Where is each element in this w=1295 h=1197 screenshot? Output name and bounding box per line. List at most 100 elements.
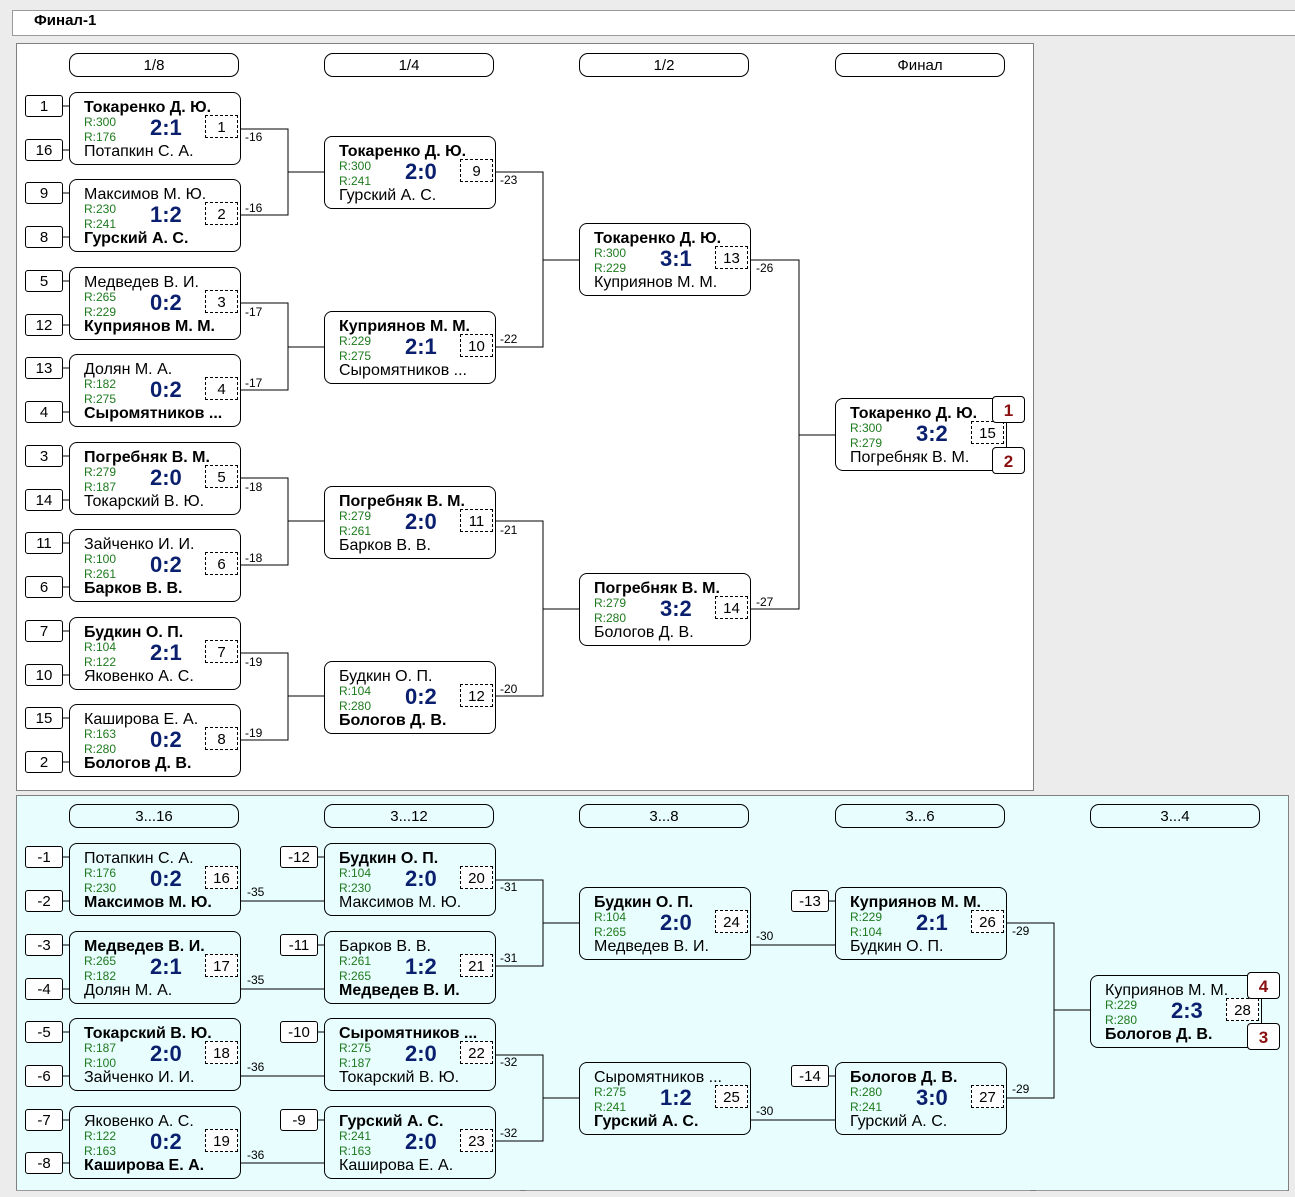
rating-bottom: R:280 bbox=[339, 699, 372, 713]
rating-bottom: R:280 bbox=[594, 611, 627, 625]
player-top: Будкин О. П. bbox=[339, 668, 433, 685]
player-bottom: Медведев В. И. bbox=[594, 938, 709, 955]
loser-label: -32 bbox=[500, 1126, 518, 1140]
player-top: Барков В. В. bbox=[339, 938, 431, 955]
rating-bottom: R:265 bbox=[594, 925, 627, 939]
player-top: Токаренко Д. Ю. bbox=[339, 143, 467, 160]
loser-label: -18 bbox=[245, 480, 263, 494]
rating-top: R:122 bbox=[84, 1129, 117, 1143]
rating-bottom: R:261 bbox=[84, 567, 117, 581]
player-top: Бологов Д. В. bbox=[850, 1069, 958, 1086]
rating-bottom: R:241 bbox=[84, 217, 117, 231]
place-badge: 4 bbox=[1247, 972, 1280, 999]
match-score: 2:0 bbox=[660, 910, 692, 935]
match-number: 20 bbox=[460, 866, 493, 889]
rating-top: R:100 bbox=[84, 552, 117, 566]
rating-bottom: R:100 bbox=[84, 1056, 117, 1070]
player-top: Гурский А. С. bbox=[339, 1113, 444, 1130]
player-bottom: Куприянов М. М. bbox=[84, 318, 215, 335]
player-bottom: Долян М. А. bbox=[84, 982, 173, 999]
player-bottom: Гурский А. С. bbox=[594, 1113, 699, 1130]
match-score: 2:0 bbox=[405, 159, 437, 184]
player-top: Будкин О. П. bbox=[594, 894, 694, 911]
rating-top: R:176 bbox=[84, 866, 117, 880]
status-bar-segment bbox=[1036, 1190, 1287, 1197]
match-score: 2:0 bbox=[405, 1041, 437, 1066]
rating-bottom: R:187 bbox=[84, 480, 117, 494]
player-top: Куприянов М. М. bbox=[1105, 982, 1229, 999]
cons-seed-box: -8 bbox=[25, 1152, 63, 1174]
match-score: 2:1 bbox=[150, 954, 182, 979]
round-header-3-12: 3...12 bbox=[324, 804, 494, 828]
match-score: 2:0 bbox=[150, 1041, 182, 1066]
player-top: Медведев В. И. bbox=[84, 938, 205, 955]
seed-box: 4 bbox=[25, 401, 63, 423]
match-number: 28 bbox=[1226, 998, 1259, 1021]
player-top: Сыромятников ... bbox=[594, 1069, 722, 1086]
drop-seed-box: -11 bbox=[280, 934, 318, 956]
rating-top: R:300 bbox=[339, 159, 372, 173]
match-score: 2:1 bbox=[150, 640, 182, 665]
match-number: 11 bbox=[460, 509, 493, 532]
match-score: 0:2 bbox=[150, 1129, 182, 1154]
loser-label: -21 bbox=[500, 523, 518, 537]
loser-label: -23 bbox=[500, 173, 518, 187]
rating-top: R:241 bbox=[339, 1129, 372, 1143]
rating-top: R:300 bbox=[84, 115, 117, 129]
cons-seed-box: -4 bbox=[25, 978, 63, 1000]
title-bar: Финал-1 bbox=[0, 0, 1295, 36]
seed-box: 6 bbox=[25, 576, 63, 598]
round-header-3-8: 3...8 bbox=[579, 804, 749, 828]
rating-top: R:279 bbox=[594, 596, 627, 610]
seed-box: 9 bbox=[25, 182, 63, 204]
match-number: 18 bbox=[205, 1041, 238, 1064]
loser-label: -26 bbox=[756, 261, 774, 275]
cons-seed-box: -6 bbox=[25, 1065, 63, 1087]
drop-seed-box: -9 bbox=[280, 1109, 318, 1131]
rating-top: R:300 bbox=[850, 421, 883, 435]
match-number: 10 bbox=[460, 334, 493, 357]
player-bottom: Барков В. В. bbox=[339, 537, 431, 554]
player-bottom: Потапкин С. А. bbox=[84, 143, 194, 160]
rating-top: R:280 bbox=[850, 1085, 883, 1099]
player-bottom: Яковенко А. С. bbox=[84, 668, 194, 685]
match-number: 9 bbox=[460, 159, 493, 182]
rating-bottom: R:163 bbox=[84, 1144, 117, 1158]
loser-label: -36 bbox=[247, 1148, 265, 1162]
player-bottom: Куприянов М. М. bbox=[594, 274, 718, 291]
loser-label: -20 bbox=[500, 682, 518, 696]
rating-bottom: R:182 bbox=[84, 969, 117, 983]
rating-bottom: R:280 bbox=[1105, 1013, 1138, 1027]
loser-label: -18 bbox=[245, 551, 263, 565]
round-header-sf: 1/2 bbox=[579, 53, 749, 77]
loser-label: -16 bbox=[245, 130, 263, 144]
